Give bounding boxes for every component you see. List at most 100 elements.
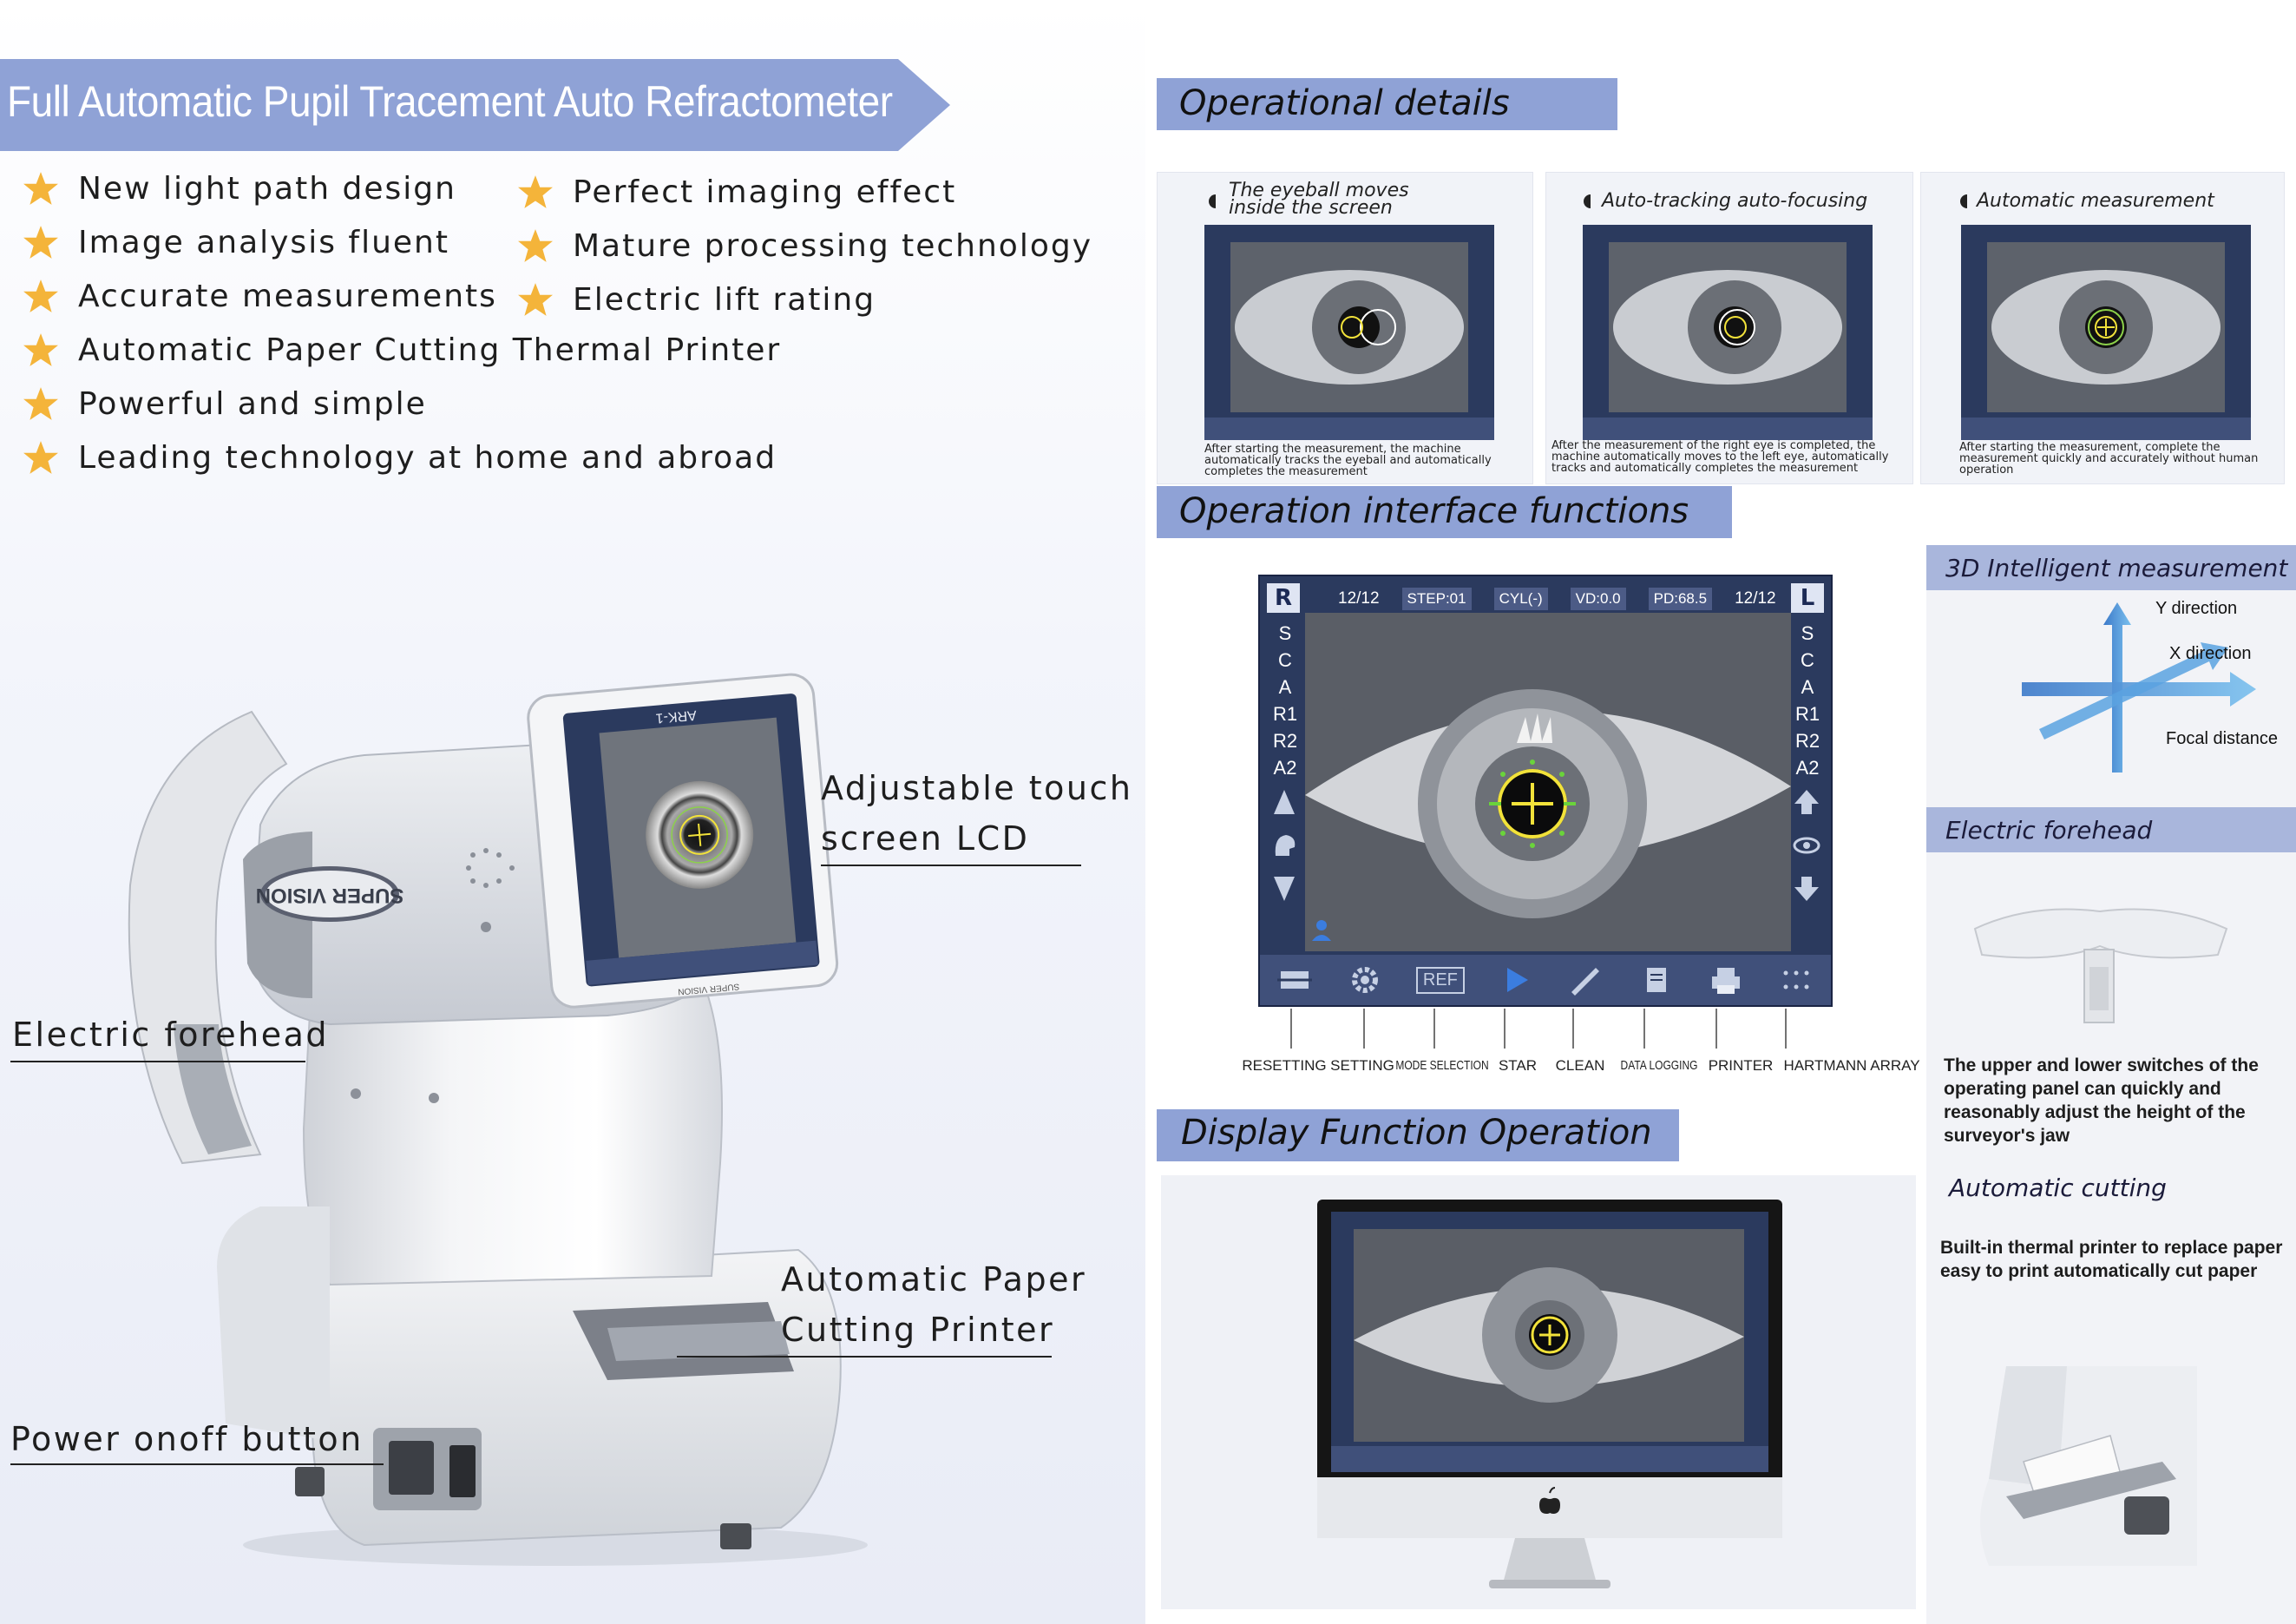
top-step: STEP:01 [1401, 588, 1472, 610]
section-display-title: Display Function Operation [1181, 1113, 1652, 1153]
half-circle-icon [1209, 194, 1216, 208]
screen-top-bar: 12/12 STEP:01 CYL(-) VD:0.0 PD:68.5 12/1… [1309, 585, 1786, 613]
feature-item: Leading technology at home and abroad [23, 439, 777, 476]
play-icon[interactable] [1497, 963, 1535, 997]
left-panel: Full Automatic Pupil Tracement Auto Refr… [0, 0, 1145, 1624]
eye-icon[interactable] [1791, 830, 1822, 861]
value-s: S [1801, 622, 1814, 644]
gear-icon[interactable] [1346, 963, 1384, 997]
section-3d-header: 3D Intelligent measurement [1926, 545, 2296, 590]
star-icon [23, 279, 58, 312]
button-label-clean: CLEAN [1555, 1057, 1605, 1074]
callout-printer-underline [677, 1356, 1052, 1358]
axis-y-label: Y direction [2155, 599, 2238, 618]
thumb-caption: inside the screen [1229, 197, 1393, 219]
section-operational-title: Operational details [1179, 83, 1510, 123]
callout-printer-line2: Cutting Printer [781, 1311, 1055, 1349]
top-cyl: CYL(-) [1493, 588, 1548, 610]
screen-left-values: S C A R1 R2 A2 [1272, 620, 1298, 781]
callout-forehead: Electric forehead [12, 1016, 330, 1054]
section-forehead-title: Electric forehead [1945, 816, 2153, 845]
button-leader-lines [1290, 1009, 1787, 1049]
value-r1: R1 [1272, 703, 1298, 725]
feature-label: Automatic Paper Cutting Thermal Printer [78, 332, 782, 368]
button-label-setting: SETTING [1330, 1057, 1394, 1074]
screen-model-text: ARK-1 [655, 707, 698, 726]
printer-icon[interactable] [1707, 963, 1745, 997]
callout-power: Power onoff button [10, 1420, 364, 1458]
top-count-right: 12/12 [1735, 589, 1776, 608]
forehead-description: The upper and lower switches of the oper… [1944, 1055, 2259, 1146]
feature-label: New light path design [78, 170, 456, 207]
eye-image [1305, 613, 1791, 951]
resetting-icon[interactable] [1276, 963, 1314, 997]
forehead-rest-illustration [1973, 908, 2228, 1023]
printer-cutting-illustration [1980, 1366, 2197, 1566]
callout-lcd-underline [821, 865, 1081, 866]
feature-item: Powerful and simple [23, 385, 427, 422]
feature-label: Image analysis fluent [78, 224, 449, 260]
thumb-description: After the measurement of the right eye i… [1551, 439, 1889, 475]
value-a: A [1801, 676, 1814, 698]
value-r2: R2 [1794, 730, 1820, 752]
section-interface-title: Operation interface functions [1179, 491, 1689, 531]
hartmann-array-icon[interactable] [1777, 963, 1815, 997]
button-label-hartmann-array: HARTMANN ARRAY [1783, 1057, 1920, 1074]
star-icon [23, 172, 58, 205]
brush-icon[interactable] [1566, 963, 1604, 997]
top-vd: VD:0.0 [1570, 588, 1626, 610]
thumb-caption: The eyeball moves [1229, 180, 1409, 201]
star-icon [23, 333, 58, 366]
feature-label: Electric lift rating [573, 281, 876, 318]
section-interface-header: Operation interface functions [1157, 486, 1732, 538]
half-circle-icon [1960, 194, 1967, 208]
button-label-resetting: RESETTING [1242, 1057, 1327, 1074]
feature-item: Electric lift rating [517, 281, 876, 318]
data-log-icon[interactable] [1637, 963, 1675, 997]
star-icon [518, 175, 553, 208]
feature-item: Mature processing technology [517, 227, 1092, 264]
ref-mode-button[interactable]: REF [1415, 966, 1465, 994]
value-a2: A2 [1273, 757, 1297, 779]
user-icon [1312, 920, 1331, 941]
half-circle-icon [1584, 194, 1591, 208]
feature-label: Perfect imaging effect [573, 174, 957, 210]
thumb-panel-1: The eyeball moves inside the screen Afte… [1157, 172, 1533, 484]
value-a: A [1278, 676, 1292, 698]
star-icon [518, 229, 553, 262]
refractometer-illustration: SUPER VISION ARK-1 SUPER VISION [128, 673, 868, 1566]
move-up-icon[interactable] [1269, 786, 1300, 818]
title-banner-shape [0, 59, 950, 151]
screen-right-values: S C A R1 R2 A2 [1794, 620, 1820, 781]
section-operational-header: Operational details [1157, 78, 1617, 130]
top-pd: PD:68.5 [1648, 588, 1713, 610]
head-icon[interactable] [1269, 830, 1300, 861]
arrow-down-icon[interactable] [1791, 873, 1822, 904]
thumb-screen-1 [1204, 225, 1494, 440]
section-cutting-title: Automatic cutting [1949, 1174, 2167, 1202]
star-icon [23, 387, 58, 420]
value-c: C [1278, 649, 1292, 671]
callout-lcd-line1: Adjustable touch [821, 769, 1133, 807]
display-panel [1161, 1175, 1916, 1609]
star-icon [518, 283, 553, 316]
section-3d-title: 3D Intelligent measurement [1945, 554, 2288, 582]
move-down-icon[interactable] [1269, 873, 1300, 904]
brand-logo-text: SUPER VISION [256, 884, 404, 907]
eye-right-indicator[interactable]: R [1267, 583, 1300, 613]
feature-item: Perfect imaging effect [517, 174, 956, 210]
thumb-screen-2 [1583, 225, 1873, 440]
section-display-header: Display Function Operation [1157, 1109, 1679, 1161]
arrow-up-icon[interactable] [1791, 786, 1822, 818]
axes-3d-diagram [2022, 602, 2256, 773]
thumb-screen-3 [1961, 225, 2251, 440]
title-banner: Full Automatic Pupil Tracement Auto Refr… [0, 59, 950, 151]
thumb-caption: Automatic measurement [1977, 190, 2214, 212]
top-count: 12/12 [1338, 589, 1380, 608]
feature-label: Leading technology at home and abroad [78, 439, 777, 476]
value-r2: R2 [1272, 730, 1298, 752]
value-s: S [1278, 622, 1292, 644]
eye-left-indicator[interactable]: L [1791, 583, 1824, 613]
page-title: Full Automatic Pupil Tracement Auto Refr… [7, 77, 893, 126]
feature-label: Powerful and simple [78, 385, 427, 422]
